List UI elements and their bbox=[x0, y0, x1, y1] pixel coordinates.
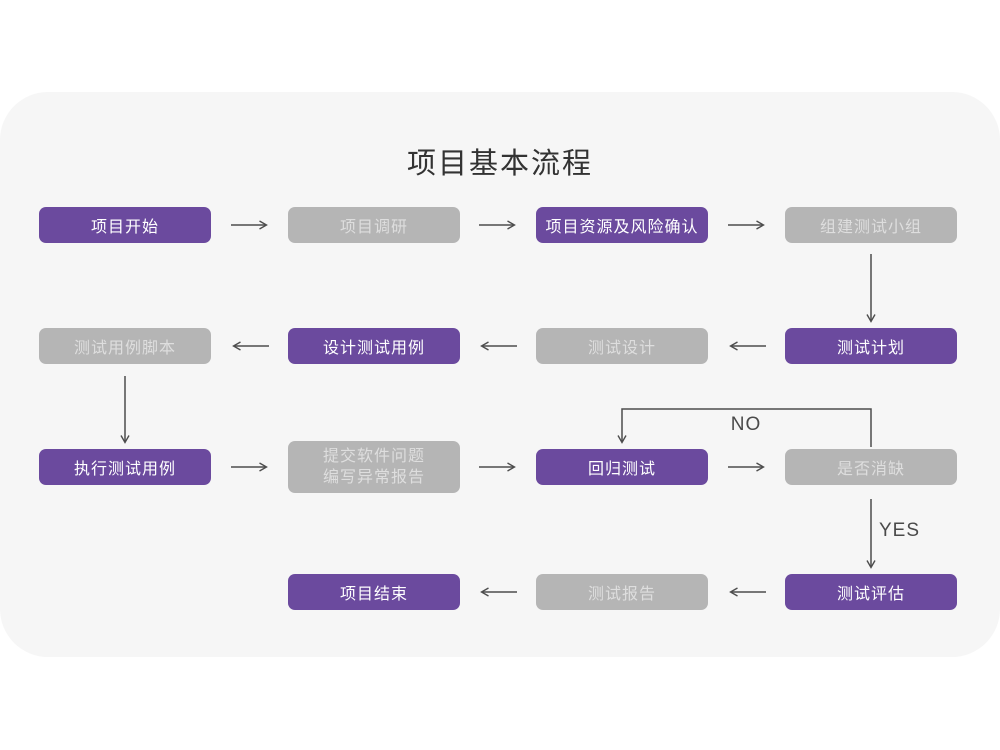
node-build-test-team: 组建测试小组 bbox=[785, 207, 957, 243]
node-resources-risk-confirm: 项目资源及风险确认 bbox=[536, 207, 708, 243]
flowchart-card bbox=[0, 92, 1000, 657]
node-defect-resolved: 是否消缺 bbox=[785, 449, 957, 485]
node-execute-test-cases: 执行测试用例 bbox=[39, 449, 211, 485]
arrow-no-loop bbox=[617, 408, 872, 447]
node-test-design: 测试设计 bbox=[536, 328, 708, 364]
node-test-evaluation: 测试评估 bbox=[785, 574, 957, 610]
node-regression-test: 回归测试 bbox=[536, 449, 708, 485]
edge-label-no: NO bbox=[730, 414, 762, 435]
node-test-plan: 测试计划 bbox=[785, 328, 957, 364]
page-title: 项目基本流程 bbox=[406, 148, 593, 180]
node-test-case-script: 测试用例脚本 bbox=[39, 328, 211, 364]
node-project-end: 项目结束 bbox=[288, 574, 460, 610]
node-design-test-cases: 设计测试用例 bbox=[288, 328, 460, 364]
node-project-research: 项目调研 bbox=[288, 207, 460, 243]
node-submit-issue-report: 提交软件问题 编写异常报告 bbox=[288, 441, 460, 493]
edge-label-yes: YES bbox=[879, 520, 921, 541]
node-project-start: 项目开始 bbox=[39, 207, 211, 243]
node-test-report: 测试报告 bbox=[536, 574, 708, 610]
